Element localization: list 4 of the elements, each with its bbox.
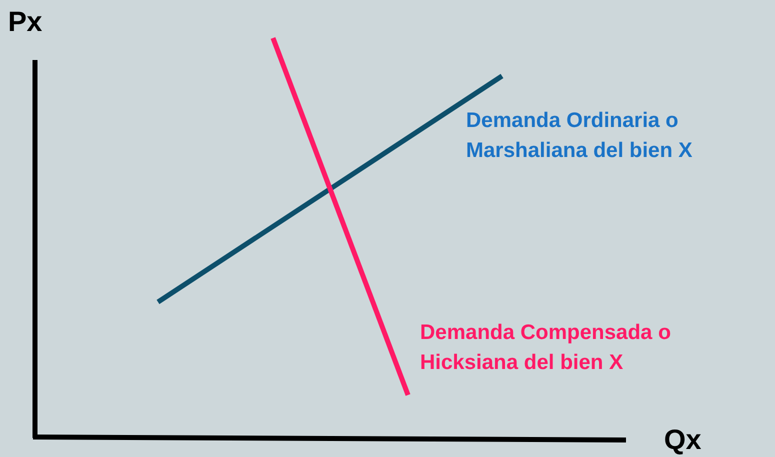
curve-label: Demanda Ordinaria o Marshaliana del bien X xyxy=(466,108,694,164)
curve-label: Demanda Compensada o Hicksiana del bien X xyxy=(420,320,672,376)
axis-label: Px xyxy=(8,5,42,39)
axis-label: Qx xyxy=(664,423,702,457)
